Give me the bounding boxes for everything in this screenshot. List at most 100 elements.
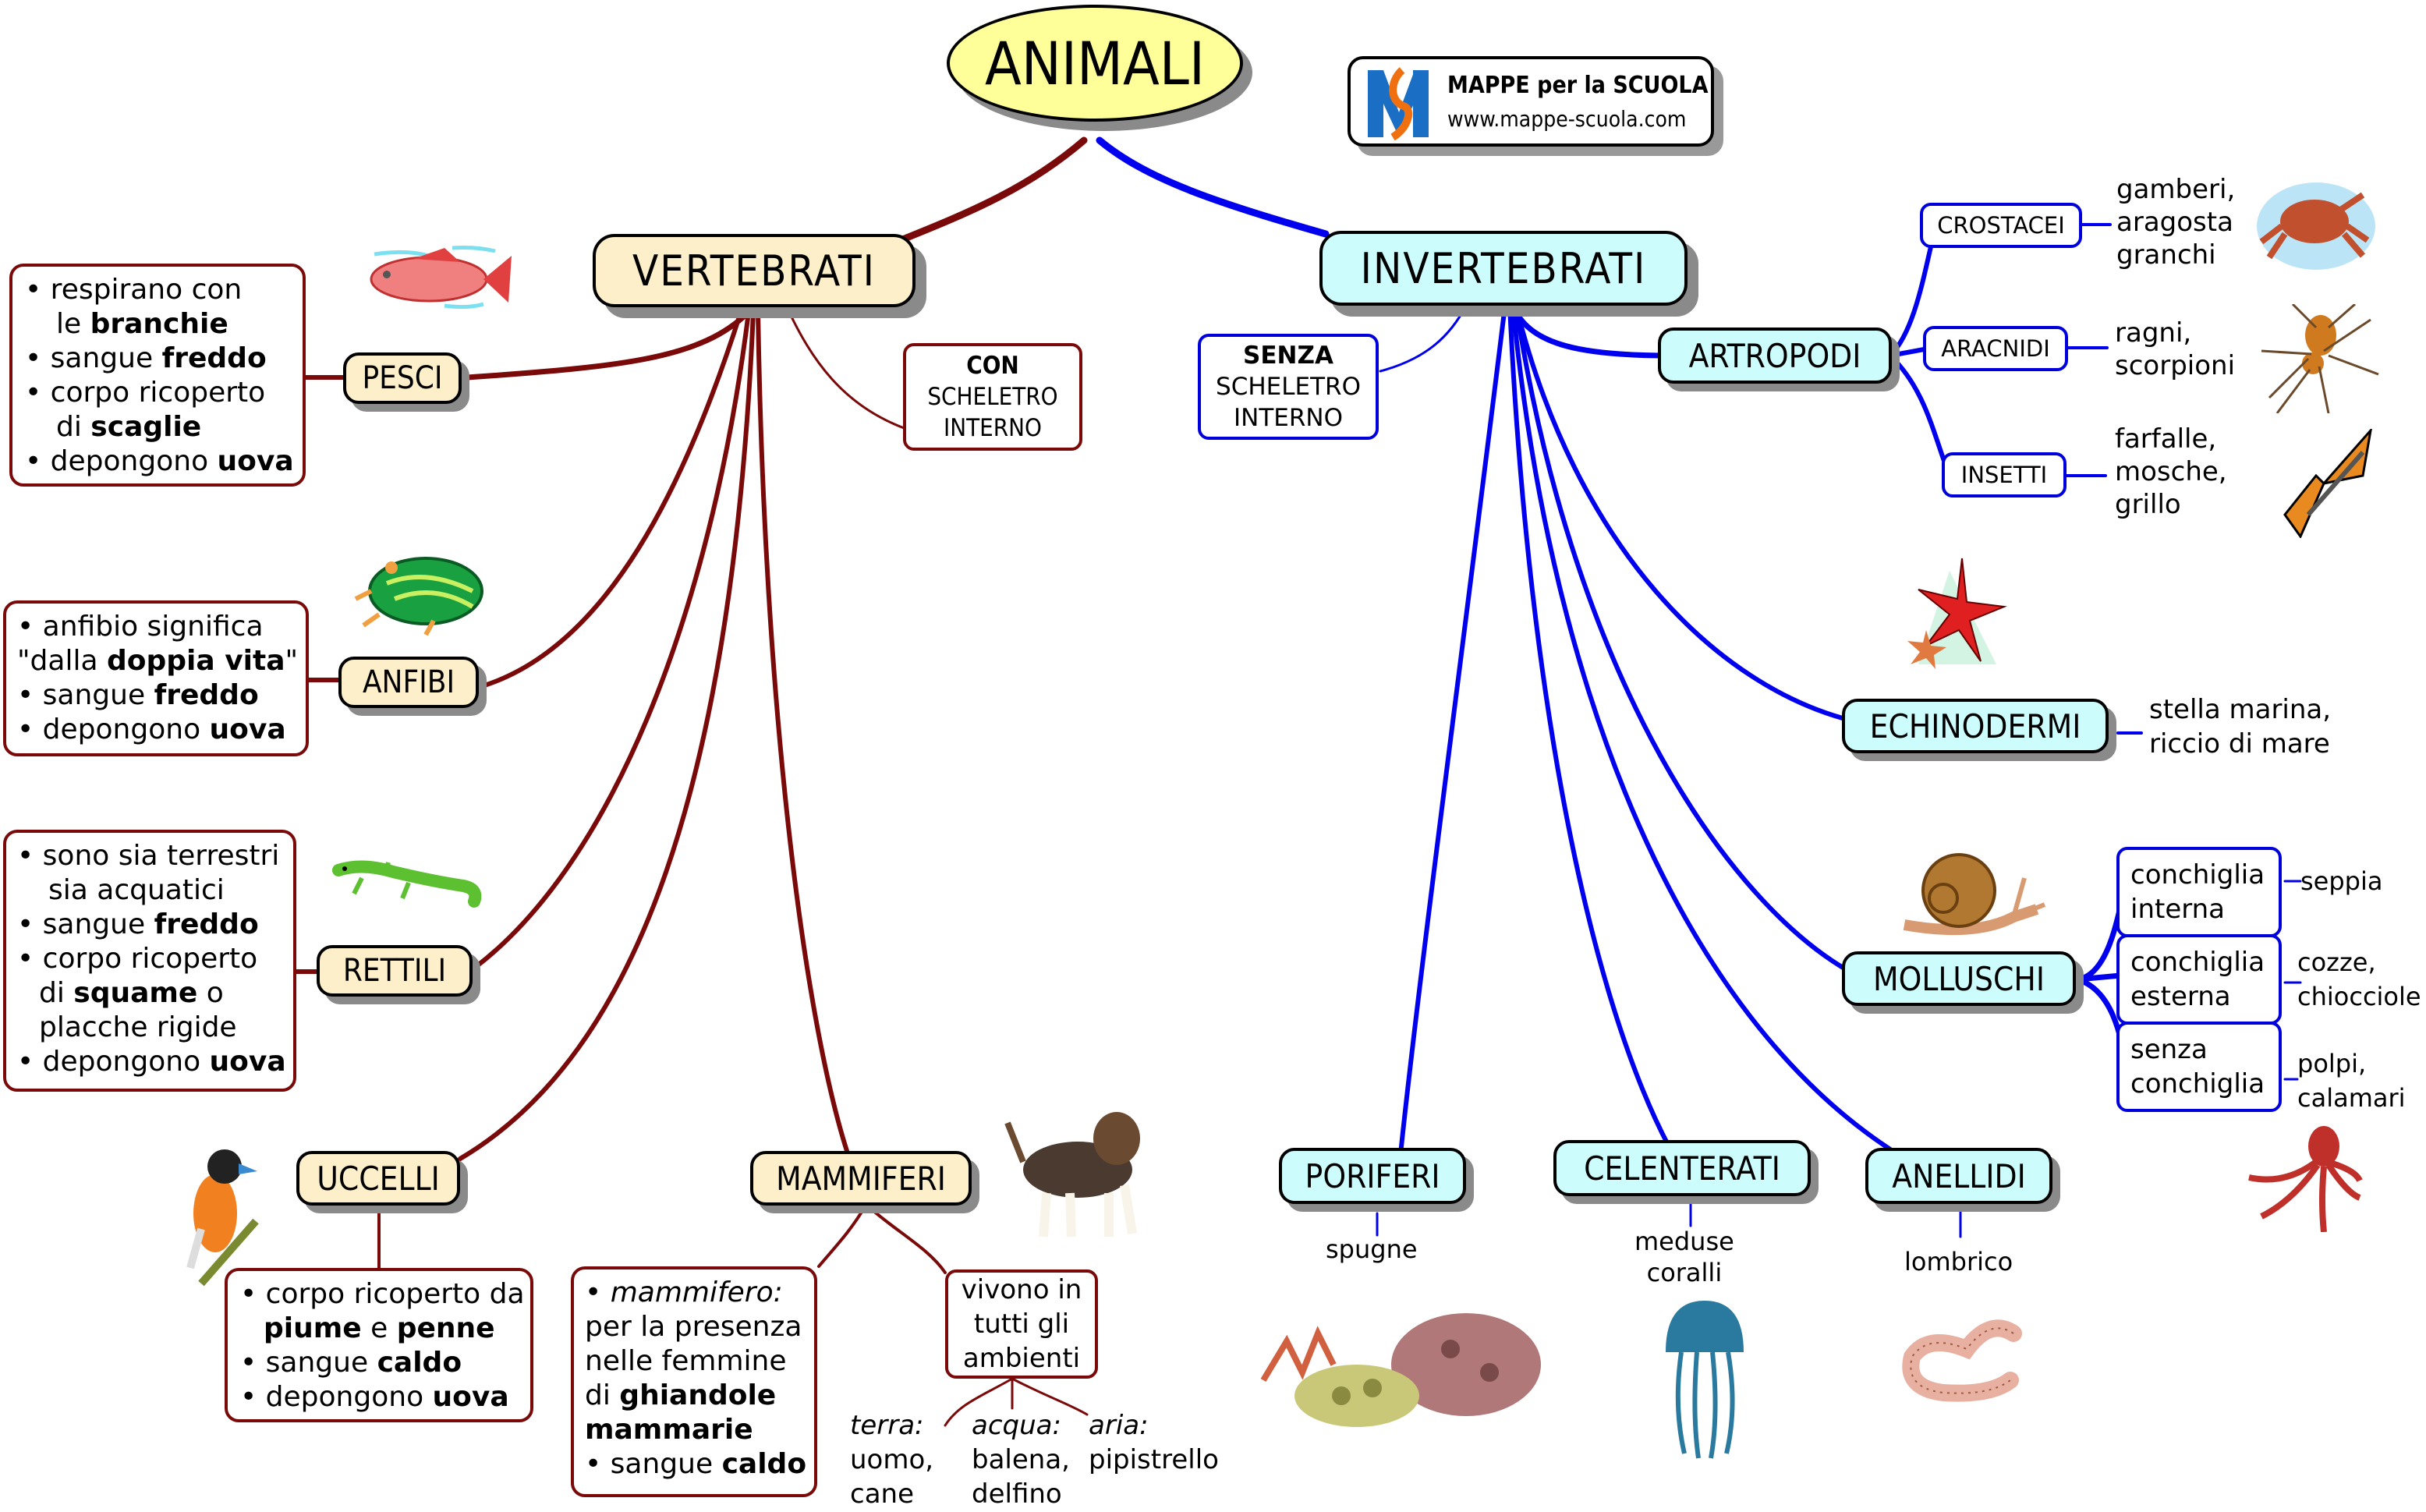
text-label: coralli [1646, 1258, 1723, 1287]
ambiente-terra: terra: uomo, cane [850, 1408, 933, 1511]
text-label: ambienti [962, 1343, 1081, 1374]
rettili-facts: • sono sia terrestri sia acquatici • san… [3, 830, 296, 1092]
poriferi-node[interactable]: PORIFERI [1279, 1148, 1466, 1204]
fact-line: • sangue freddo [25, 342, 290, 376]
line-ambienti-aria [1011, 1377, 1089, 1416]
logo-url[interactable]: www.mappe-scuola.com [1447, 106, 1687, 132]
text-label: acqua: [972, 1410, 1061, 1441]
fact-line: placche rigide [17, 1011, 281, 1045]
text-label: polpi, [2297, 1049, 2367, 1078]
pesci-node[interactable]: PESCI [343, 352, 462, 404]
invertebrati-node[interactable]: INVERTEBRATI [1319, 231, 1688, 306]
text-label: aria: [1089, 1410, 1149, 1441]
text-label: le [56, 308, 90, 340]
molluschi-node[interactable]: MOLLUSCHI [1842, 951, 2076, 1006]
text-label: • sangue [17, 679, 154, 711]
earthworm-icon [1902, 1319, 2022, 1402]
uccelli-node[interactable]: UCCELLI [296, 1151, 460, 1206]
text-label: branchie [90, 308, 228, 340]
line-invertebrati-anellidi [1510, 303, 1893, 1152]
mollusc-interna[interactable]: conchiglia interna [2116, 847, 2282, 937]
text-label: PORIFERI [1305, 1156, 1440, 1195]
text-label: ghiandole [619, 1379, 777, 1411]
line-vertebrati-note [786, 307, 908, 430]
text-label: grillo [2115, 489, 2181, 520]
text-label: MOLLUSCHI [1873, 959, 2045, 998]
fact-line: • sangue freddo [17, 678, 293, 713]
text-label: INTERNO [1234, 404, 1343, 432]
fact-line: mammarie [585, 1413, 802, 1447]
text-label: lombrico [1904, 1247, 2013, 1277]
fact-line: • sangue freddo [17, 908, 281, 942]
logo-title: MAPPE per la SCUOLA [1447, 72, 1709, 99]
line-ambienti-terra [944, 1377, 1014, 1427]
text-label: freddo [154, 908, 259, 940]
fish-icon [370, 246, 512, 310]
text-label: scaglie [90, 411, 202, 443]
text-label: calamari [2297, 1083, 2406, 1113]
text-label: • respirano con [25, 274, 243, 306]
crostacei-node[interactable]: CROSTACEI [1920, 203, 2082, 248]
text-label: chiocciole [2297, 982, 2421, 1011]
line-vertebrati-anfibi [480, 310, 743, 689]
text-label: ANELLIDI [1892, 1156, 2026, 1195]
logo-badge[interactable]: MAPPE per la SCUOLA www.mappe-scuola.com [1348, 56, 1714, 147]
text-label: terra: [850, 1410, 924, 1441]
aracnidi-node[interactable]: ARACNIDI [1923, 326, 2068, 371]
text-label: SENZA [1243, 342, 1333, 370]
text-label: conchiglia [2130, 947, 2265, 978]
text-label: di [56, 411, 91, 443]
anellidi-examples: lombrico [1904, 1245, 2013, 1279]
fact-line: • corpo ricoperto [25, 376, 290, 410]
celenterati-node[interactable]: CELENTERATI [1553, 1140, 1811, 1196]
mammiferi-node[interactable]: MAMMIFERI [750, 1151, 972, 1206]
root-node[interactable]: ANIMALI [947, 5, 1243, 122]
pesci-label: PESCI [362, 360, 443, 396]
line-artropodi-insetti [1888, 353, 1952, 478]
text-label: caldo [721, 1448, 807, 1480]
text-label: "dalla [17, 645, 107, 677]
ambiente-acqua: acqua: balena, delfino [972, 1408, 1070, 1511]
text-label: doppia vita [106, 645, 285, 677]
uccelli-label: UCCELLI [317, 1159, 440, 1198]
line-vertebrati-mammiferi [756, 310, 849, 1153]
text-label: uova [209, 714, 286, 745]
text-label: • sono sia terrestri [17, 840, 280, 872]
anfibi-node[interactable]: ANFIBI [338, 657, 479, 708]
line-invertebrati-poriferi [1398, 303, 1507, 1156]
text-label: esterna [2130, 981, 2231, 1012]
text-label: cozze, [2297, 947, 2376, 977]
vertebrati-node[interactable]: VERTEBRATI [593, 234, 916, 307]
text-label: stella marina, [2149, 694, 2332, 725]
vertebrati-skeleton-note: CON SCHELETRO INTERNO [903, 343, 1082, 451]
text-label: farfalle, [2115, 423, 2217, 455]
text-label: pipistrello [1089, 1444, 1219, 1475]
text-label: conchiglia [2130, 1068, 2265, 1099]
text-label: • sangue [17, 908, 154, 940]
insetti-node[interactable]: INSETTI [1942, 452, 2067, 498]
rettili-node[interactable]: RETTILI [317, 945, 473, 997]
line-vertebrati-uccelli [458, 310, 756, 1161]
mammiferi-label: MAMMIFERI [776, 1159, 946, 1198]
text-label: mammifero: [610, 1277, 783, 1308]
echinodermi-node[interactable]: ECHINODERMI [1842, 699, 2109, 753]
mollusc-senza[interactable]: senza conchiglia [2116, 1022, 2282, 1112]
text-label: uova [209, 1046, 286, 1078]
text-label: uova [432, 1381, 509, 1413]
esterna-examples: cozze, chiocciole [2297, 945, 2421, 1014]
artropodi-node[interactable]: ARTROPODI [1658, 328, 1892, 384]
fact-line: • depongono uova [17, 713, 293, 747]
text-label: meduse [1634, 1227, 1734, 1256]
dog-icon [1004, 1112, 1140, 1238]
fact-line: per la presenza [585, 1310, 802, 1344]
text-label: caldo [377, 1347, 462, 1379]
line-root-invertebrati [1096, 136, 1330, 238]
line-invertebrati-artropodi [1510, 303, 1672, 359]
fact-line: di squame o [17, 976, 281, 1011]
mollusc-esterna[interactable]: conchiglia esterna [2116, 934, 2282, 1025]
anellidi-node[interactable]: ANELLIDI [1865, 1148, 2052, 1204]
fact-line: • mammifero: [585, 1277, 783, 1308]
text-label: sia acquatici [48, 874, 225, 906]
rettili-label: RETTILI [342, 953, 447, 989]
